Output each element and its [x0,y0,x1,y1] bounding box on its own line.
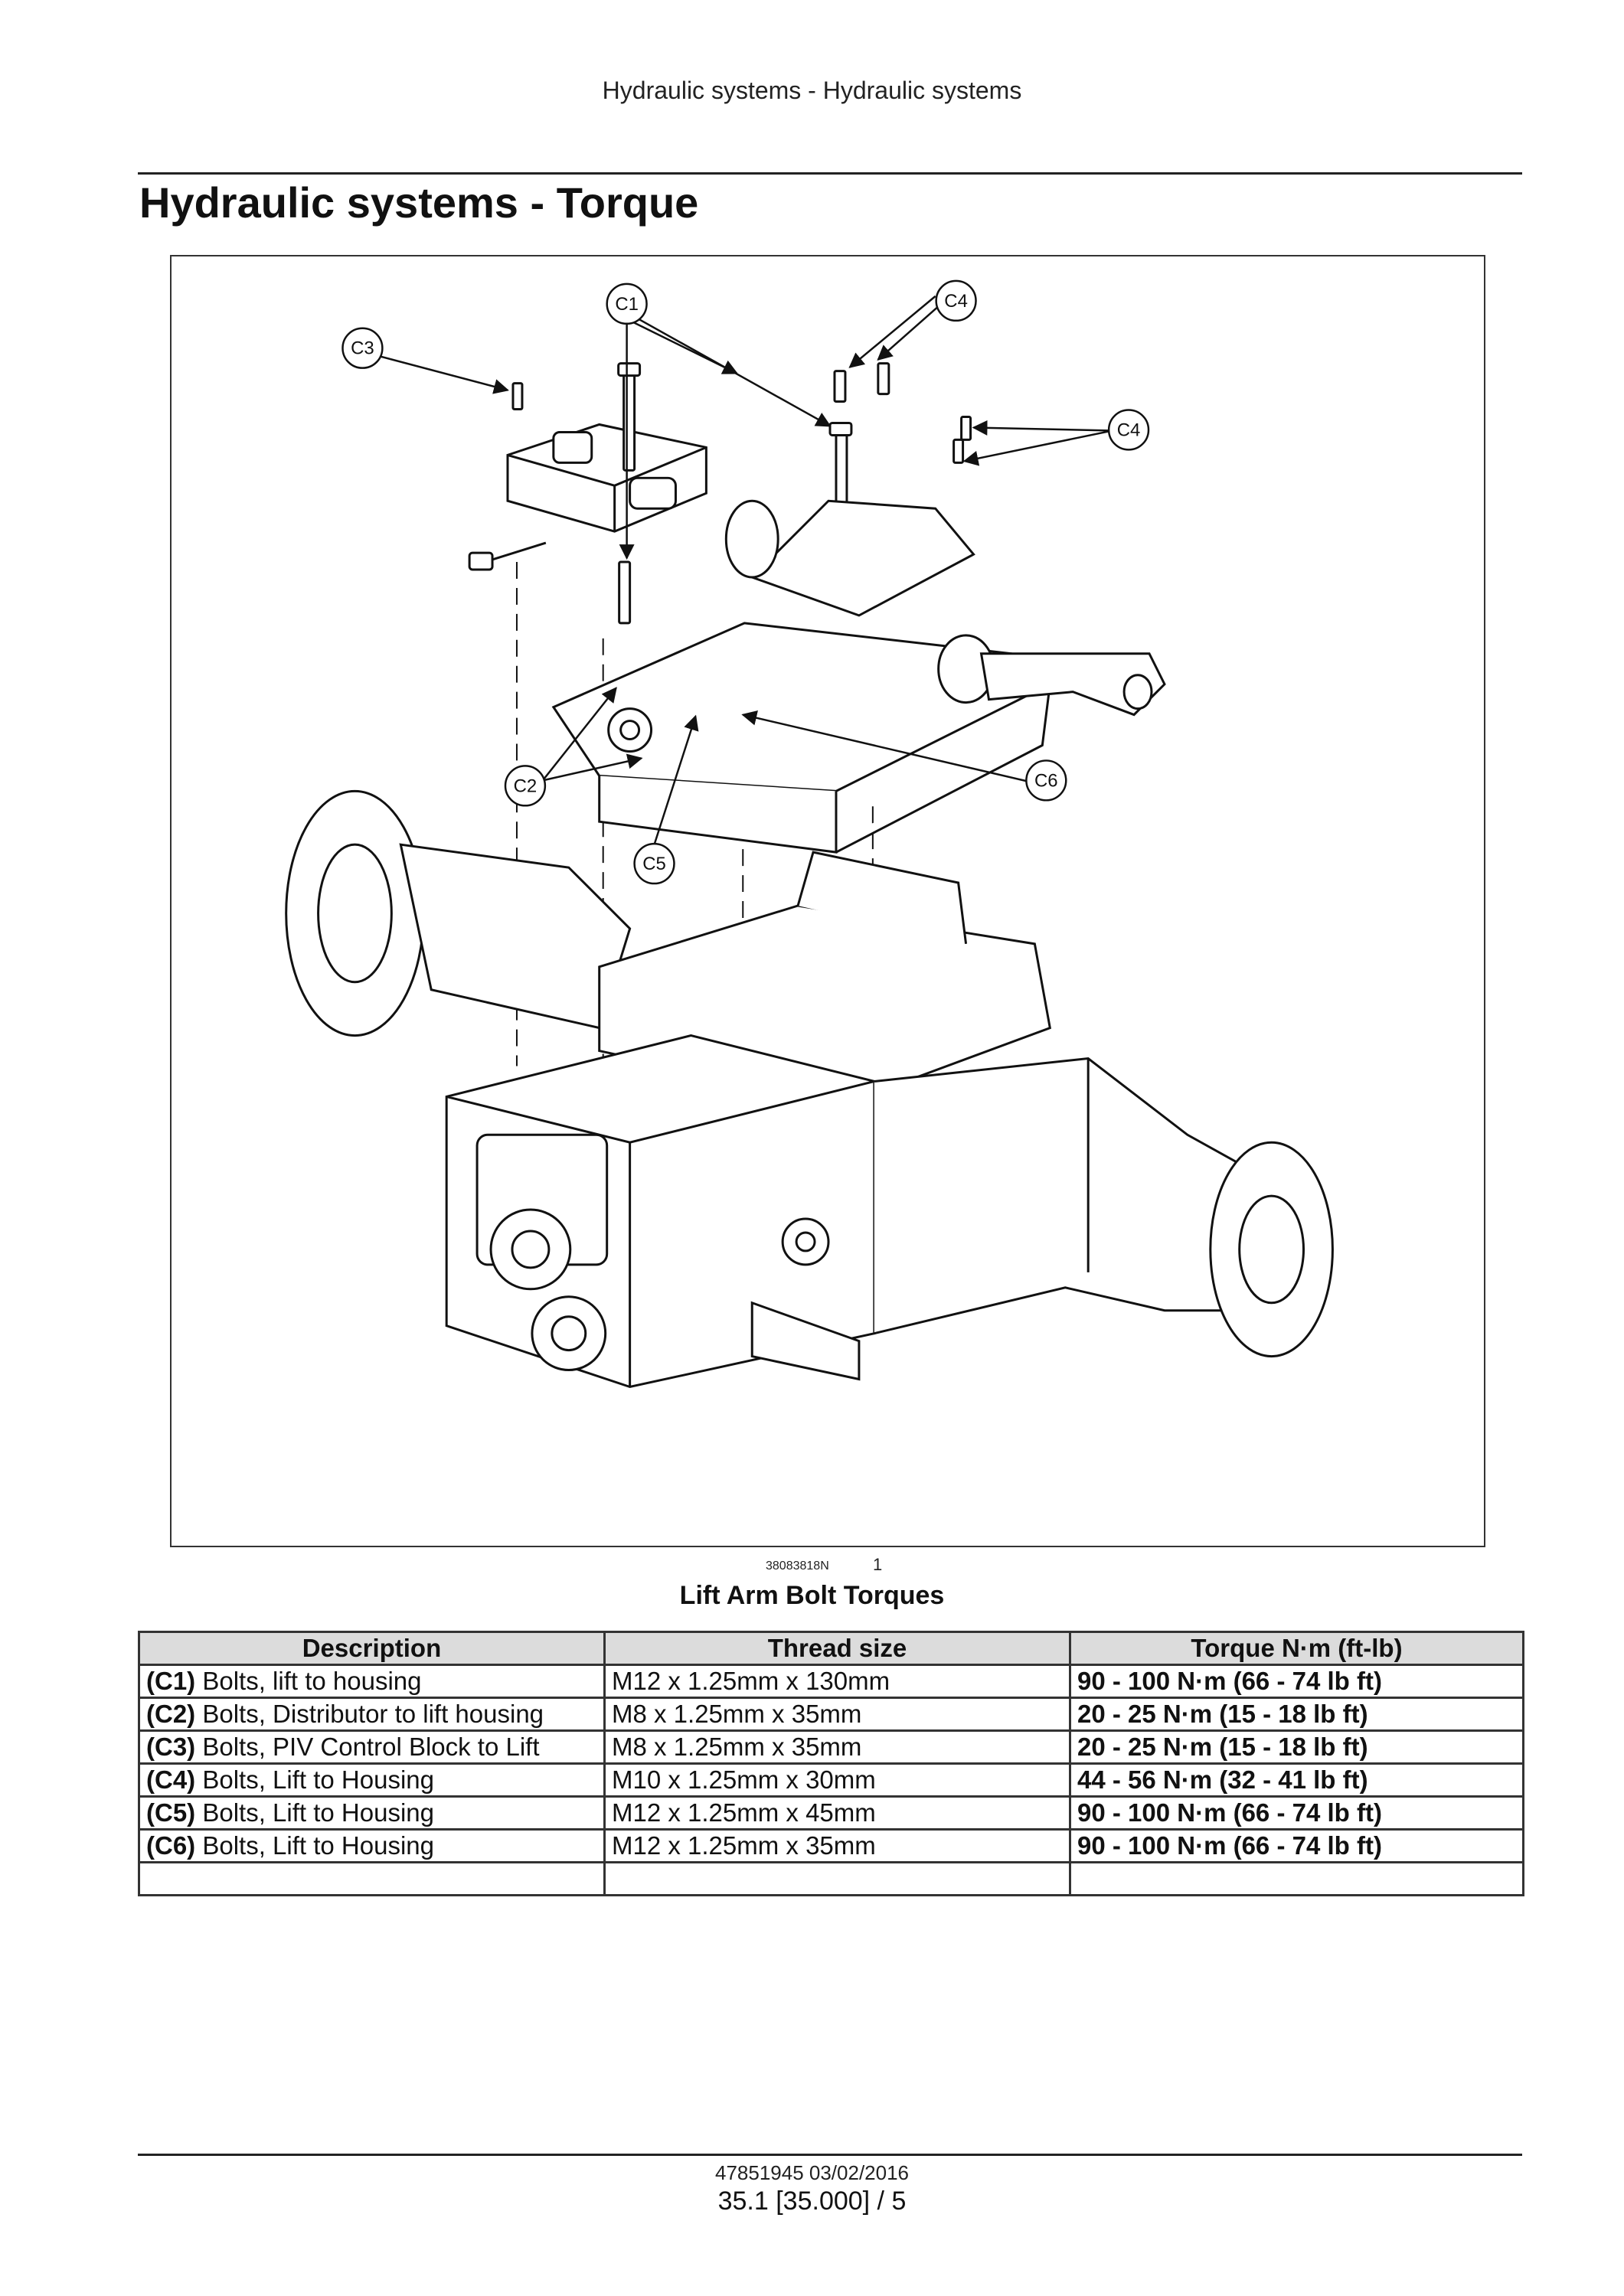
empty-table-row [138,1861,1524,1896]
torque-cell: 90 - 100 N·m (66 - 74 lb ft) [1069,1828,1524,1863]
empty-cell [138,1861,606,1896]
footer-divider [138,2154,1522,2156]
callout-code: (C4) [146,1765,196,1795]
description-cell: (C5) Bolts, Lift to Housing [138,1795,606,1831]
thread-size-cell: M12 x 1.25mm x 45mm [603,1795,1071,1831]
lift-housing [551,499,1166,854]
table-row: (C1) Bolts, lift to housing M12 x 1.25mm… [138,1664,1524,1699]
column-header-torque: Torque N·m (ft-lb) [1069,1631,1524,1666]
document-number: 47851945 03/02/2016 [714,2161,910,2184]
description-cell: (C3) Bolts, PIV Control Block to Lift [138,1729,606,1765]
torque-cell: 20 - 25 N·m (15 - 18 lb ft) [1069,1697,1524,1732]
leader-lines [377,295,1113,845]
callout-code: (C2) [146,1700,196,1729]
description-text: Bolts, Distributor to lift housing [195,1700,544,1729]
description-text: Bolts, Lift to Housing [195,1765,434,1795]
header-divider [138,172,1522,175]
callout-circles [341,279,1150,885]
figure-caption: Lift Arm Bolt Torques [679,1581,945,1610]
thread-size-cell: M8 x 1.25mm x 35mm [603,1729,1071,1765]
callout-code: (C3) [146,1733,196,1762]
callout-c6: C6 [1034,770,1058,791]
description-cell: (C6) Bolts, Lift to Housing [138,1828,606,1863]
column-header-thread-size: Thread size [603,1631,1071,1666]
callout-code: (C1) [146,1667,196,1696]
figure-number: 1 [873,1555,883,1574]
thread-size-cell: M12 x 1.25mm x 35mm [603,1828,1071,1863]
figure-reference-code: 38083818N [766,1560,829,1573]
torque-cell: 44 - 56 N·m (32 - 41 lb ft) [1069,1762,1524,1798]
description-cell: (C4) Bolts, Lift to Housing [138,1762,606,1798]
description-cell: (C1) Bolts, lift to housing [138,1664,606,1699]
callout-c3: C3 [351,338,374,359]
exploded-view-figure: C3 C1 C4 C4 C2 C5 C6 [170,255,1485,1547]
description-text: Bolts, lift to housing [195,1667,422,1696]
description-cell: (C2) Bolts, Distributor to lift housing [138,1697,606,1732]
thread-size-cell: M10 x 1.25mm x 30mm [603,1762,1071,1798]
page-number: 35.1 [35.000] / 5 [717,2187,907,2216]
piv-control-block [468,423,707,571]
page-title: Hydraulic systems - Torque [139,178,699,227]
callout-code: (C5) [146,1798,196,1827]
column-header-description: Description [138,1631,606,1666]
torque-cell: 20 - 25 N·m (15 - 18 lb ft) [1069,1729,1524,1765]
torque-cell: 90 - 100 N·m (66 - 74 lb ft) [1069,1795,1524,1831]
lift-assembly-illustration: C3 C1 C4 C4 C2 C5 C6 [285,279,1334,1389]
table-row: (C3) Bolts, PIV Control Block to Lift M8… [138,1729,1524,1765]
transmission-housing [285,789,1334,1389]
callout-c1: C1 [615,294,639,315]
thread-size-cell: M8 x 1.25mm x 35mm [603,1697,1071,1732]
callout-c5: C5 [642,854,666,874]
table-row: (C4) Bolts, Lift to Housing M10 x 1.25mm… [138,1762,1524,1798]
table-row: (C2) Bolts, Distributor to lift housing … [138,1697,1524,1732]
running-header: Hydraulic systems - Hydraulic systems [602,77,1022,104]
table-row: (C5) Bolts, Lift to Housing M12 x 1.25mm… [138,1795,1524,1831]
callout-c4-top: C4 [944,291,968,312]
torque-table: Description Thread size Torque N·m (ft-l… [138,1631,1524,1896]
description-text: Bolts, Lift to Housing [195,1798,434,1827]
callout-code: (C6) [146,1831,196,1860]
empty-cell [603,1861,1071,1896]
thread-size-cell: M12 x 1.25mm x 130mm [603,1664,1071,1699]
callout-c2: C2 [514,776,538,796]
description-text: Bolts, PIV Control Block to Lift [195,1733,540,1762]
empty-cell [1069,1861,1524,1896]
callout-c4-right: C4 [1117,420,1141,440]
table-row: (C6) Bolts, Lift to Housing M12 x 1.25mm… [138,1828,1524,1863]
description-text: Bolts, Lift to Housing [195,1831,434,1860]
table-header-row: Description Thread size Torque N·m (ft-l… [138,1631,1524,1666]
torque-cell: 90 - 100 N·m (66 - 74 lb ft) [1069,1664,1524,1699]
